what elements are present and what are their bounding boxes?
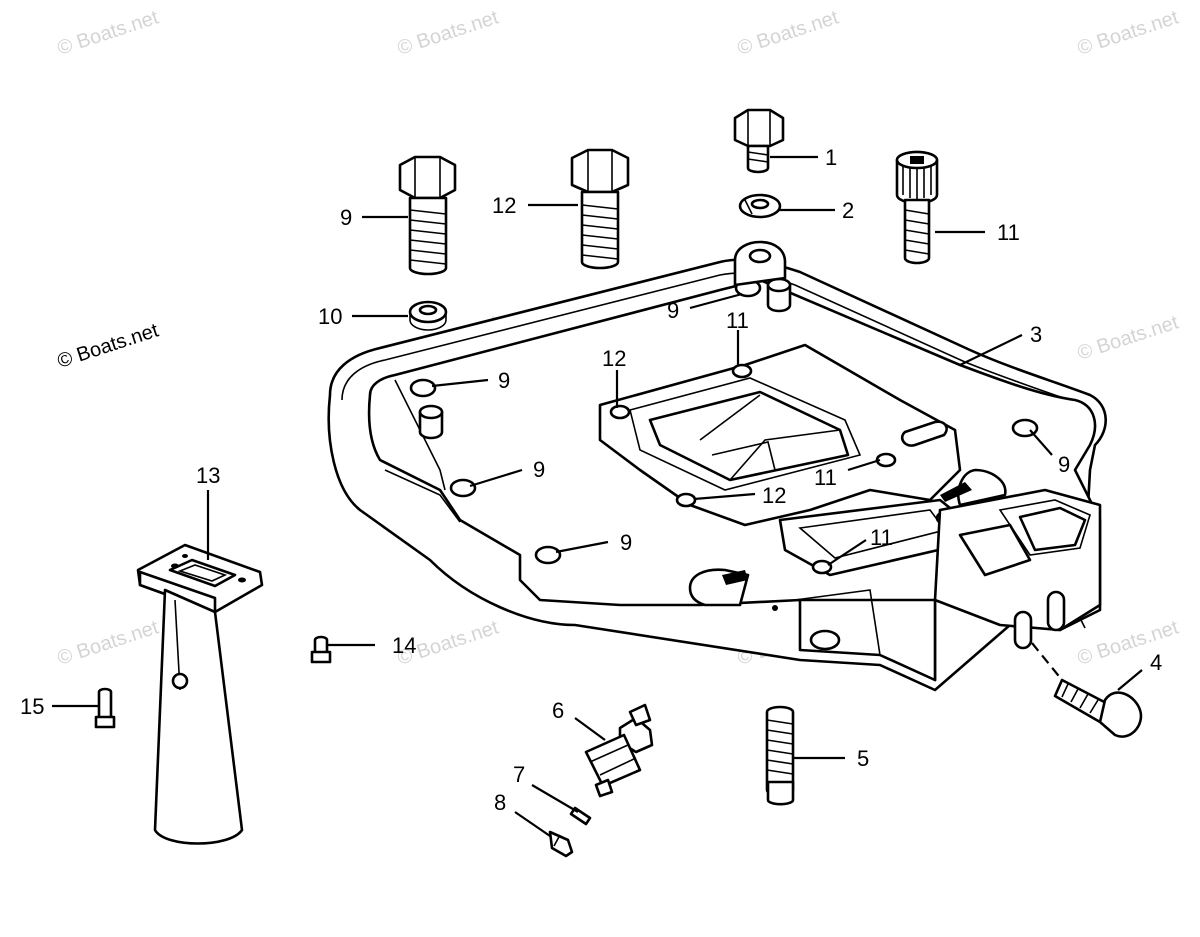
lock-washer-part-2	[738, 193, 782, 219]
center-port	[648, 390, 850, 482]
screw-part-14	[310, 635, 332, 664]
bolt-hole	[534, 545, 562, 565]
callout-12: 12	[762, 483, 786, 508]
callout-14: 14	[392, 633, 416, 658]
callout-12: 12	[602, 346, 626, 371]
watermark: © Boats.net	[1075, 616, 1182, 669]
watermark: © Boats.net	[735, 6, 842, 59]
callout-9: 9	[340, 205, 352, 230]
watermark: © Boats.net	[55, 6, 162, 59]
switch-part-6	[584, 703, 654, 798]
callout-11: 11	[814, 465, 837, 490]
watermark: © Boats.net	[1075, 6, 1182, 59]
callout-11: 11	[726, 308, 749, 333]
screw-part-15	[94, 687, 116, 729]
watermark-dark: © Boats.net	[55, 319, 162, 372]
callout-5: 5	[857, 746, 869, 771]
socket-screw-part-11	[895, 150, 939, 265]
callout-9: 9	[533, 457, 545, 482]
watermark: © Boats.net	[1075, 311, 1182, 364]
slot	[900, 420, 948, 447]
stud-part-5	[765, 705, 795, 806]
watermark: © Boats.net	[55, 616, 162, 669]
bolt-part-1	[733, 108, 785, 174]
lower-skirt	[798, 598, 937, 682]
callout-9: 9	[667, 298, 679, 323]
callout-9: 9	[498, 368, 510, 393]
callout-9: 9	[1058, 452, 1070, 477]
washer-part-10	[408, 300, 448, 331]
callout-8: 8	[494, 790, 506, 815]
leader-lines	[52, 155, 1143, 837]
bolt-hole	[409, 378, 437, 398]
callout-15: 15	[20, 694, 44, 719]
adapter-plate	[327, 240, 1107, 692]
callout-10: 10	[318, 304, 342, 329]
callout-11: 11	[870, 525, 893, 550]
terminal-part-8	[548, 830, 574, 858]
bolt-part-9	[398, 155, 457, 276]
bolt-hole	[449, 478, 477, 498]
callout-11: 11	[997, 220, 1020, 245]
exhaust-tube-part-13	[136, 543, 264, 845]
callout-6: 6	[552, 698, 564, 723]
watermark: © Boats.net	[395, 6, 502, 59]
carriage-bolt-part-4	[1053, 678, 1143, 738]
callout-7: 7	[513, 762, 525, 787]
callout-1: 1	[825, 145, 837, 170]
top-boss	[733, 240, 787, 287]
callout-13: 13	[196, 463, 220, 488]
callout-4: 4	[1150, 650, 1162, 675]
callout-2: 2	[842, 198, 854, 223]
callout-9: 9	[620, 530, 632, 555]
callout-3: 3	[1030, 322, 1042, 347]
callout-labels: 1 2 11 12 9 10 9 11 12 3 9 9 9 11 12 11 …	[20, 145, 1162, 815]
bolt-part-12	[570, 148, 630, 270]
terminal-part-7	[569, 806, 592, 826]
callout-12: 12	[492, 193, 516, 218]
